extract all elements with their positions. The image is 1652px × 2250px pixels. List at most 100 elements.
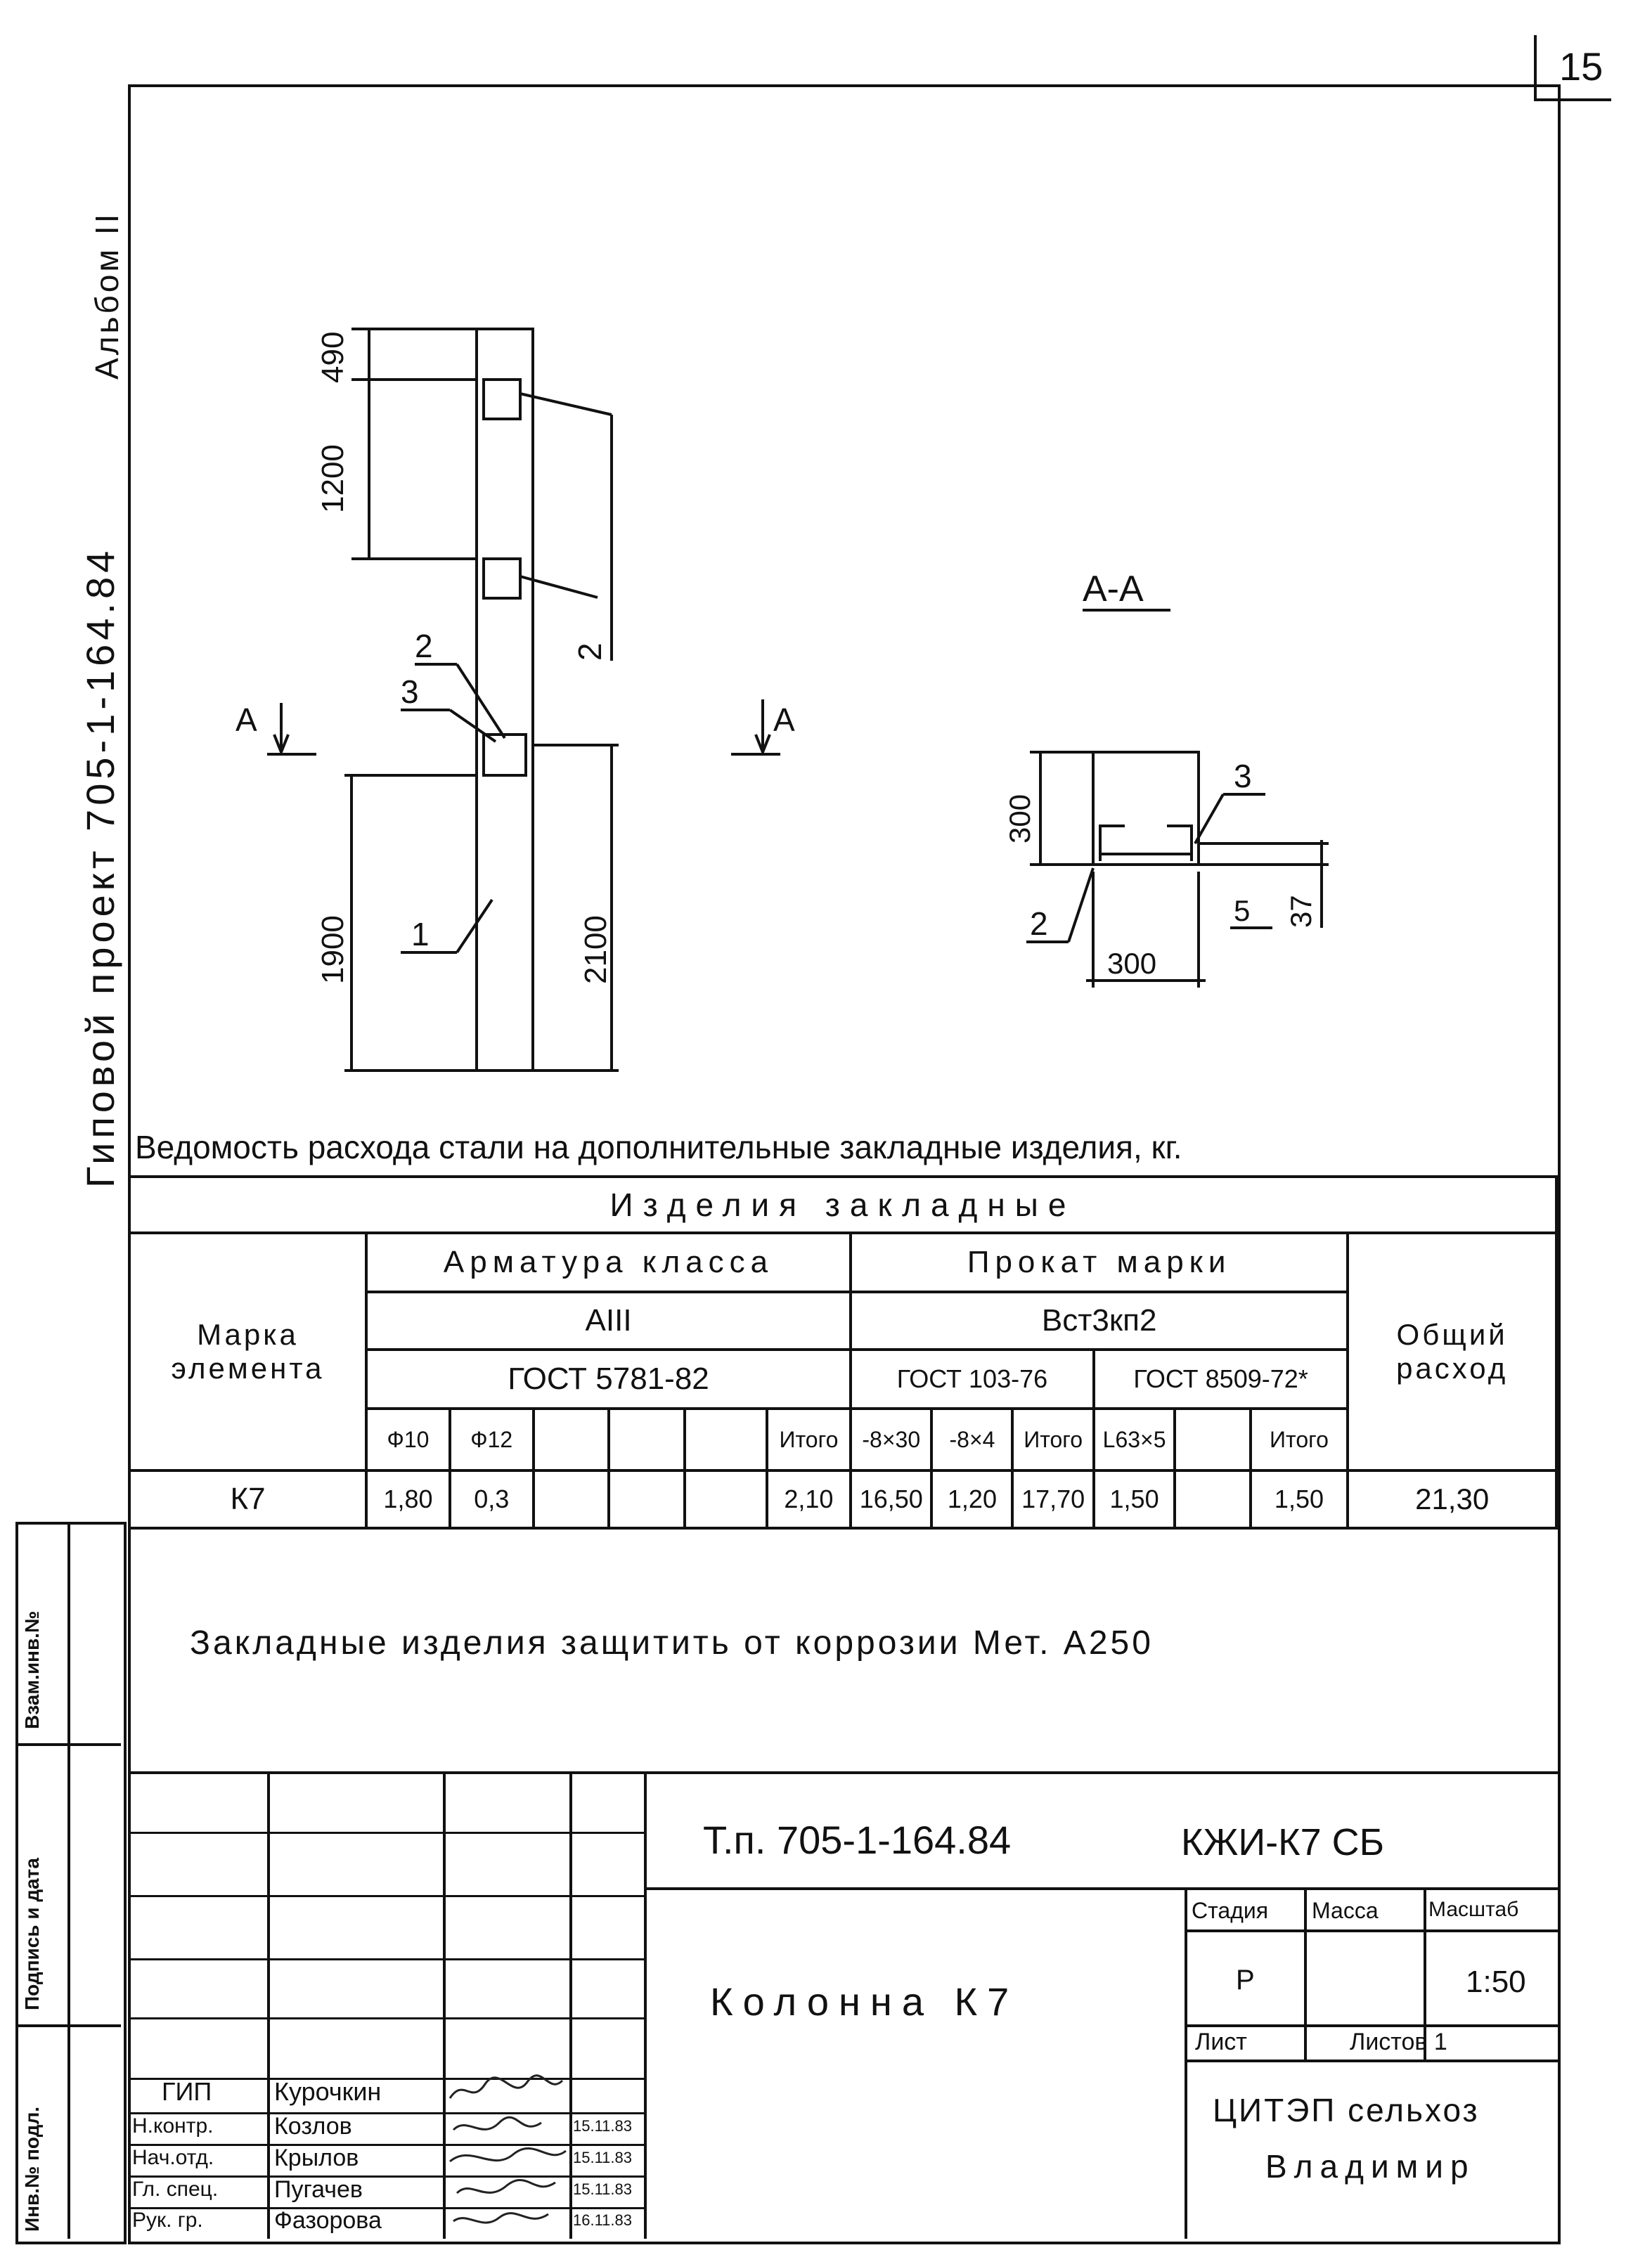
stamp-divider-h2	[15, 2024, 121, 2027]
col-8x30: -8×30	[849, 1407, 934, 1472]
staff-name: Крылов	[274, 2145, 359, 2171]
plate-low	[482, 733, 527, 777]
plate-top	[482, 378, 522, 420]
col-arm-empty-1	[531, 1407, 611, 1472]
col-prokat-total-1: Итого	[1011, 1407, 1095, 1472]
project-code: Т.п. 705-1-164.84	[703, 1818, 1012, 1862]
staff-role: ГИП	[162, 2077, 212, 2106]
mark-2-right: 2	[572, 642, 608, 661]
cell-l63x5: 1,50	[1092, 1469, 1177, 1530]
table-row: К7 1,80 0,3 2,10 16,50 1,20 17,70 1,50 1…	[127, 1469, 1558, 1530]
mark-1: 1	[411, 916, 430, 952]
staff-role: Н.контр.	[132, 2114, 214, 2138]
section-dim-37: 37	[1284, 895, 1317, 928]
stamp-strip	[15, 1522, 127, 2244]
col-arm-total: Итого	[765, 1407, 853, 1472]
mark-2: 2	[415, 628, 433, 664]
tb-line-v1	[1185, 1887, 1187, 2239]
section-arrow-left-label: А	[235, 701, 257, 738]
col-8x4: -8×4	[930, 1407, 1014, 1472]
col-mark-header: Марка элемента	[127, 1231, 368, 1472]
stamp-vzam-inv: Взам.инв.№	[21, 1610, 43, 1729]
col-arm-empty-2	[607, 1407, 686, 1472]
sheet-number: 15	[1559, 44, 1603, 89]
col-f10: Ф10	[365, 1407, 451, 1472]
cell-f12: 0,3	[448, 1469, 535, 1530]
cell-8x4: 1,20	[930, 1469, 1014, 1530]
armatura-class: АIII	[365, 1291, 853, 1351]
section-mark-3: 3	[1234, 758, 1252, 794]
col-arm-empty-3	[683, 1407, 768, 1472]
scale-value: 1:50	[1466, 1965, 1526, 1999]
stamp-divider-v	[67, 1522, 70, 2239]
armatura-gost: ГОСТ 5781-82	[365, 1348, 853, 1410]
section-outline	[1092, 751, 1200, 866]
staff-grid	[128, 1771, 647, 2239]
stamp-inv-podl: Инв.№ подл.	[21, 2106, 43, 2232]
staff-date: 15.11.83	[573, 2117, 633, 2135]
staff-date: 15.11.83	[573, 2180, 633, 2198]
col-prokat-total-2: Итого	[1248, 1407, 1350, 1472]
section-title: А-А	[1083, 569, 1144, 609]
dim-1900: 1900	[316, 915, 350, 984]
cell-empty-1	[531, 1469, 611, 1530]
organization-line-1: ЦИТЭП сельхоз	[1213, 2092, 1480, 2128]
cell-prokat-empty	[1173, 1469, 1252, 1530]
section-dim-300-v: 300	[1003, 794, 1036, 843]
cell-arm-total: 2,10	[765, 1469, 853, 1530]
section-dim-5: 5	[1234, 894, 1250, 927]
staff-name: Курочкин	[274, 2077, 382, 2106]
col-f12: Ф12	[448, 1407, 535, 1472]
row-mark: К7	[127, 1469, 368, 1530]
prokat-mark: Вст3кп2	[849, 1291, 1350, 1351]
section-arrow-right-label: А	[773, 701, 795, 738]
stage-value: Р	[1236, 1965, 1255, 1996]
sheet-number-box-line	[1534, 35, 1537, 100]
sheet-frame	[128, 84, 1561, 2244]
section-mark-2: 2	[1030, 905, 1048, 942]
total-header: Общий расход	[1346, 1231, 1558, 1472]
sheet-label: Лист	[1195, 2029, 1247, 2055]
header-mass: Масса	[1312, 1898, 1379, 1923]
col-prokat-empty	[1173, 1407, 1252, 1472]
dim-1200: 1200	[316, 444, 350, 513]
section-dim-300-h: 300	[1107, 947, 1156, 980]
tb-line-v2	[1304, 1887, 1307, 2060]
document-code: КЖИ-К7 СБ	[1181, 1821, 1385, 1863]
staff-name: Козлов	[274, 2113, 352, 2140]
corrosion-note: Закладные изделия защитить от коррозии М…	[190, 1624, 1154, 1662]
staff-role: Гл. спец.	[132, 2178, 219, 2201]
statement-title: Ведомость расхода стали на дополнительны…	[135, 1129, 1182, 1165]
steel-statement-table: Изделия закладные Марка элемента Арматур…	[127, 1175, 1558, 1530]
title-block-top-line	[128, 1771, 1558, 1774]
staff-date: 15.11.83	[573, 2149, 633, 2166]
header-scale: Масштаб	[1428, 1898, 1519, 1921]
drawing-name: Колонна К7	[710, 1979, 1019, 2024]
stamp-podpis-data: Подпись и дата	[21, 1858, 43, 2010]
cell-f10: 1,80	[365, 1469, 451, 1530]
tb-line-h3	[1185, 2024, 1558, 2027]
staff-role: Нач.отд.	[132, 2146, 214, 2169]
signatures	[449, 2074, 567, 2224]
staff-role: Рук. гр.	[132, 2209, 203, 2232]
dim-490: 490	[316, 332, 350, 383]
tb-line-h1	[647, 1887, 1558, 1890]
mark-3: 3	[401, 673, 419, 710]
sheet-number-box-line-h	[1534, 98, 1611, 101]
cell-empty-2	[607, 1469, 686, 1530]
sheets-label: Листов 1	[1350, 2029, 1447, 2055]
drawing-area: 490 1200 1900 2100 2 2 3 1 А А А-А 300 3…	[235, 328, 1329, 1072]
cell-empty-3	[683, 1469, 768, 1530]
header-stage: Стадия	[1192, 1898, 1269, 1923]
tb-line-v3	[1424, 1887, 1426, 2060]
prokat-gost-2: ГОСТ 8509-72*	[1092, 1348, 1350, 1410]
plate-mid	[482, 557, 522, 600]
cell-grand-total: 21,30	[1346, 1469, 1558, 1530]
staff-name: Фазорова	[274, 2207, 382, 2234]
staff-name: Пугачев	[274, 2176, 363, 2203]
col-l63x5: L63×5	[1092, 1407, 1177, 1472]
tb-line-h2	[1185, 1929, 1558, 1932]
armatura-header: Арматура класса	[365, 1231, 853, 1293]
tb-line-h4	[1185, 2060, 1558, 2062]
column-outline	[475, 328, 534, 1072]
